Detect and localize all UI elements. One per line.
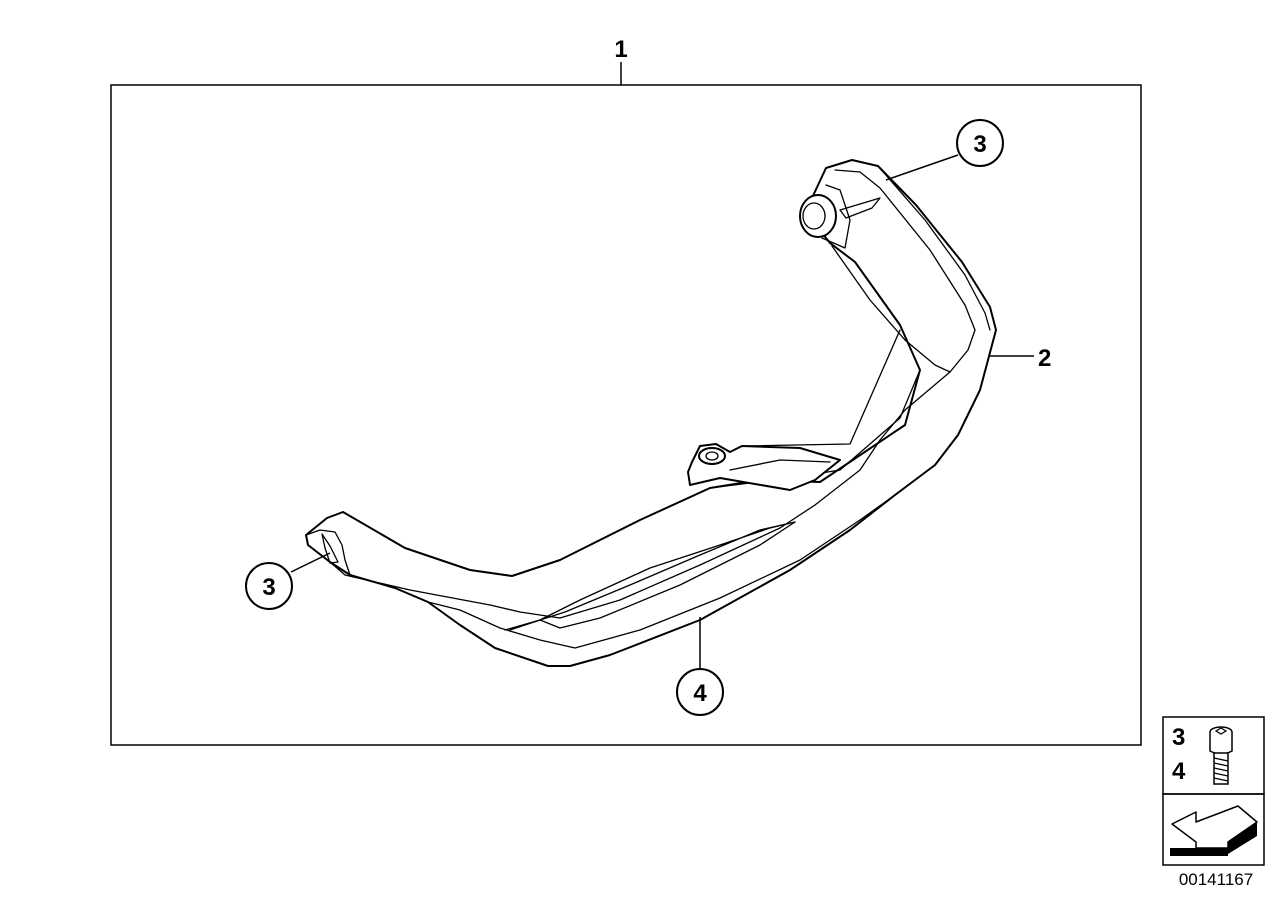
reference-number: 00141167	[1179, 870, 1253, 889]
callout-3-left-leader	[290, 552, 331, 573]
callout-3-top-circle	[956, 119, 1004, 167]
label-assembly: 1	[614, 36, 627, 63]
callout-3-left-circle	[245, 562, 293, 610]
screw-icon	[1209, 726, 1233, 785]
arrow-icon	[1170, 805, 1258, 856]
callout-4-label: 4	[693, 680, 707, 707]
grab-handle-part	[305, 159, 997, 667]
callout-3-left-label: 3	[262, 574, 275, 601]
label-handle: 2	[1038, 345, 1051, 372]
inset-label-3: 3	[1172, 724, 1185, 751]
callout-4-circle	[676, 668, 724, 716]
inset-label-4: 4	[1172, 758, 1186, 785]
callout-3-top-label: 3	[973, 131, 986, 158]
inset-arrow-box	[1162, 793, 1265, 866]
callout-3-top-leader	[885, 154, 959, 181]
assembly-frame	[110, 84, 1142, 746]
